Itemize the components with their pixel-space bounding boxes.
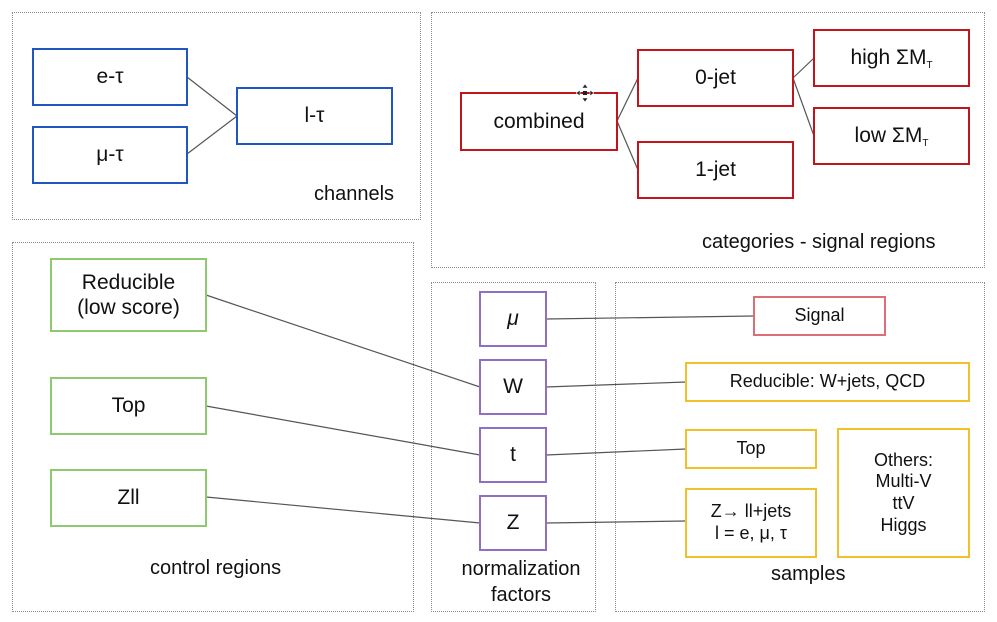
move-cursor-icon (576, 84, 594, 102)
factor-w-box: W (479, 359, 547, 415)
factor-t-box: t (479, 427, 547, 483)
control-reducible-box: Reducible (low score) (50, 258, 207, 332)
control-regions-panel (12, 242, 414, 612)
link-z-zsample (545, 520, 687, 524)
control-regions-panel-label: control regions (150, 557, 282, 579)
sample-top-label: Top (736, 438, 766, 459)
sample-reducible-box: Reducible: W+jets, QCD (685, 362, 970, 402)
factor-mu-label: μ (507, 307, 519, 331)
link-zll-z (205, 496, 481, 524)
link-top-t (205, 405, 481, 456)
link-t-top (545, 448, 687, 456)
category-high-sum-mt-box: high ΣMT (813, 29, 970, 87)
channel-e-tau-label: e-τ (96, 65, 124, 89)
channel-l-tau-label: l-τ (304, 104, 325, 128)
sample-others-box: Others: Multi-V ttV Higgs (837, 428, 970, 558)
sample-others-label: Others: Multi-V ttV Higgs (873, 449, 934, 535)
factor-w-label: W (503, 375, 523, 399)
category-0jet-box: 0-jet (637, 49, 794, 107)
factor-z-label: Z (506, 511, 520, 535)
link-combined-0jet (616, 77, 639, 122)
link-etau-ltau (186, 76, 238, 117)
channel-e-tau-box: e-τ (32, 48, 188, 106)
category-1jet-label: 1-jet (695, 158, 736, 182)
samples-panel-label: samples (771, 563, 846, 585)
samples-panel (615, 282, 985, 612)
high-sum-mt-subscript: T (926, 59, 933, 71)
low-sum-mt-subscript: T (922, 137, 929, 149)
link-mutau-ltau (186, 115, 238, 155)
category-1jet-box: 1-jet (637, 141, 794, 199)
category-low-sum-mt-label: low ΣMT (855, 123, 929, 150)
factor-mu-box: μ (479, 291, 547, 347)
category-high-sum-mt-label: high ΣMT (850, 45, 932, 72)
control-top-label: Top (111, 394, 146, 418)
channel-mu-tau-label: μ-τ (96, 143, 124, 167)
link-combined-1jet (616, 120, 639, 171)
categories-panel-label: categories - signal regions (702, 231, 936, 253)
control-reducible-label: Reducible (low score) (77, 270, 180, 319)
channels-panel (12, 12, 421, 220)
control-zll-box: Zll (50, 469, 207, 527)
link-w-reducible (545, 381, 687, 388)
factor-z-box: Z (479, 495, 547, 551)
sample-z-label: Z→ ll+jets l = e, μ, τ (710, 501, 792, 543)
category-combined-label: combined (493, 109, 585, 133)
category-low-sum-mt-box: low ΣMT (813, 107, 970, 165)
normalization-panel (431, 282, 596, 612)
sample-reducible-label: Reducible: W+jets, QCD (729, 371, 926, 392)
categories-panel (431, 12, 985, 268)
sample-z-box: Z→ ll+jets l = e, μ, τ (685, 488, 817, 558)
link-0jet-high (792, 57, 815, 79)
category-combined-box: combined (460, 92, 618, 151)
control-top-box: Top (50, 377, 207, 435)
channel-mu-tau-box: μ-τ (32, 126, 188, 184)
high-sum-mt-text: high ΣM (850, 45, 927, 69)
channel-l-tau-box: l-τ (236, 87, 393, 145)
link-reducible-w (205, 294, 481, 388)
normalization-panel-label: normalization factors (461, 558, 581, 606)
factor-t-label: t (510, 443, 516, 467)
link-0jet-low (792, 77, 815, 137)
sample-signal-label: Signal (794, 305, 845, 326)
sample-top-box: Top (685, 429, 817, 469)
sample-signal-box: Signal (753, 296, 886, 336)
low-sum-mt-text: low ΣM (854, 123, 923, 147)
channels-panel-label: channels (314, 183, 395, 205)
control-zll-label: Zll (117, 486, 140, 510)
category-0jet-label: 0-jet (695, 66, 736, 90)
link-mu-signal (545, 315, 755, 320)
